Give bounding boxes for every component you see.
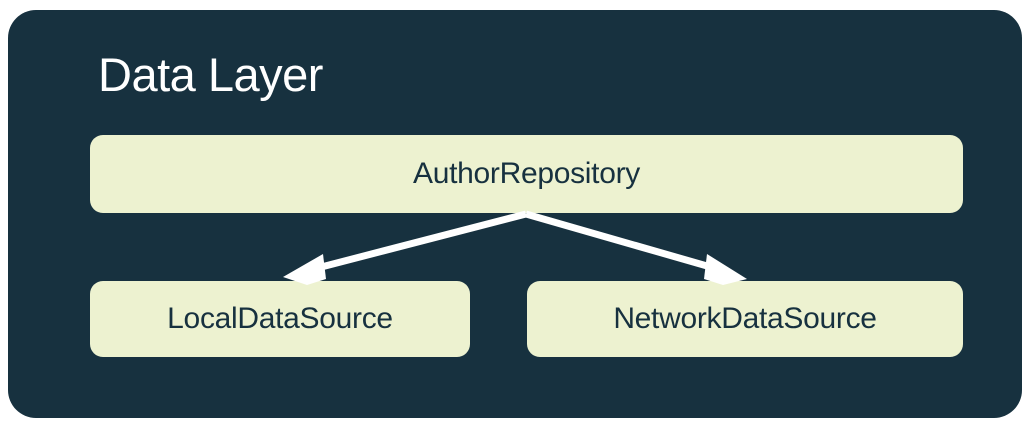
node-local-data-source-label: LocalDataSource bbox=[167, 302, 393, 335]
node-network-data-source-label: NetworkDataSource bbox=[613, 302, 877, 335]
node-author-repository-label: AuthorRepository bbox=[413, 157, 640, 190]
node-local-data-source[interactable]: LocalDataSource bbox=[90, 281, 470, 357]
node-network-data-source[interactable]: NetworkDataSource bbox=[527, 281, 963, 357]
layer-title: Data Layer bbox=[98, 48, 323, 101]
node-author-repository[interactable]: AuthorRepository bbox=[90, 135, 963, 213]
